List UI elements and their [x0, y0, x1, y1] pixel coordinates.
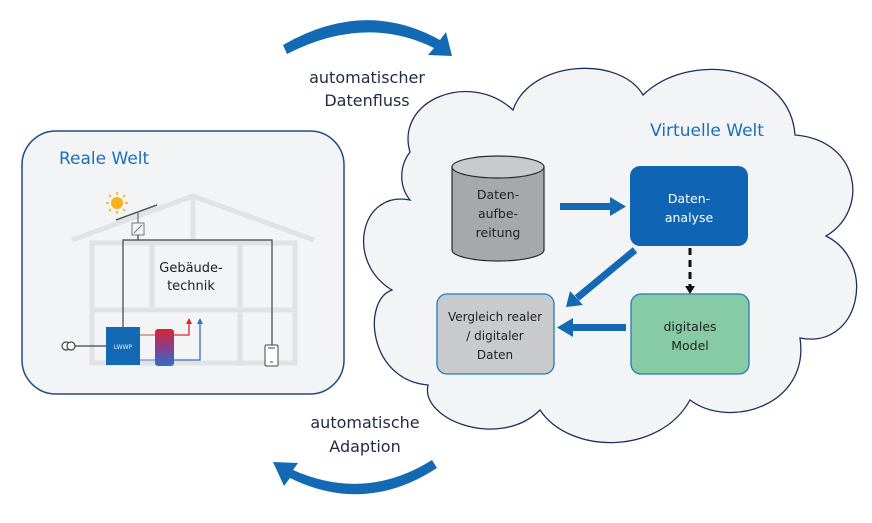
data-analysis-line2: analyse [665, 210, 714, 225]
comparison-line3: Daten [477, 348, 513, 362]
real-world-title: Reale Welt [59, 149, 150, 169]
inverter-icon [131, 222, 145, 236]
cold-water-pipe [174, 323, 201, 361]
arrow-analysis-to-model [685, 248, 695, 294]
data-analysis-node: Daten- analyse [630, 166, 748, 246]
data-prep-line3: reitung [476, 225, 521, 240]
thermostat-icon [264, 344, 279, 367]
flow-bottom-line1: automatische [310, 413, 419, 432]
comparison-node: Vergleich realer / digitaler Daten [436, 293, 555, 375]
electrical-wiring [75, 235, 273, 347]
solar-panel-icon [115, 204, 158, 221]
comparison-line2: / digitaler [466, 329, 524, 343]
digital-model-node: digitales Model [630, 293, 750, 375]
arrow-analysis-to-comparison [566, 247, 638, 307]
heat-pump-label: LWWP [114, 344, 133, 351]
sun-icon [106, 192, 128, 214]
data-analysis-line1: Daten- [668, 191, 710, 206]
data-preparation-node: Daten- aufbe- reitung [451, 155, 545, 262]
comparison-line1: Vergleich realer [448, 310, 542, 324]
adaption-arrow-bottom [273, 460, 437, 495]
grid-connection-icon [61, 341, 76, 351]
virtual-world-title: Virtuelle Welt [650, 121, 764, 141]
real-world-panel: Reale Welt [21, 130, 345, 395]
arrow-model-to-comparison [557, 318, 626, 337]
house-outline [71, 193, 315, 366]
flow-bottom-line2: Adaption [329, 437, 400, 456]
flow-top-line2: Datenfluss [324, 91, 409, 110]
building-label-line1: Gebäude- [159, 261, 223, 276]
building-label-line2: technik [167, 279, 215, 294]
data-prep-line2: aufbe- [478, 206, 518, 221]
flow-top-line1: automatischer [309, 68, 425, 87]
storage-tank-icon [155, 329, 174, 366]
arrow-prep-to-analysis [560, 197, 626, 216]
digital-model-line1: digitales [663, 319, 716, 334]
hot-water-pipe [174, 323, 190, 336]
data-prep-line1: Daten- [477, 187, 519, 202]
digital-model-line2: Model [671, 338, 709, 353]
data-flow-arrow-top [283, 20, 452, 56]
heat-pump-icon: LWWP [106, 327, 140, 365]
virtual-world-cloud: Virtuelle Welt [362, 67, 858, 444]
